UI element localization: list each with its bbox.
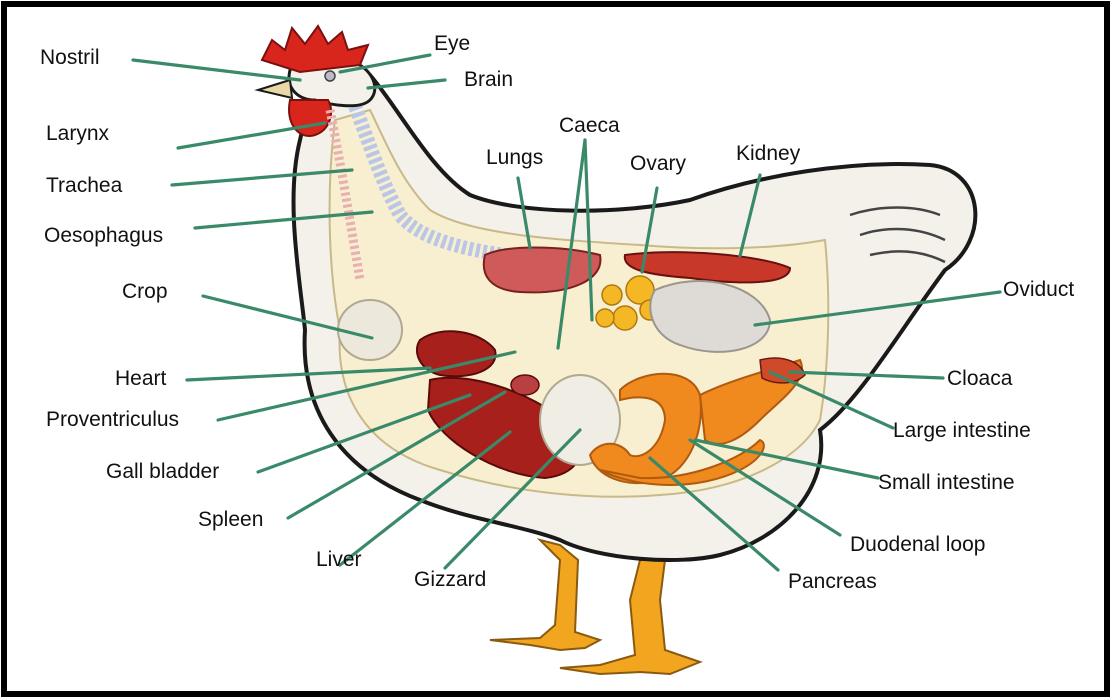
label-oesophagus: Oesophagus — [44, 224, 163, 247]
label-larynx: Larynx — [46, 122, 110, 145]
label-eye: Eye — [434, 32, 470, 55]
label-cloaca: Cloaca — [947, 367, 1013, 390]
label-large-intestine: Large intestine — [893, 419, 1031, 442]
label-heart: Heart — [115, 367, 167, 390]
label-gall-bladder: Gall bladder — [106, 460, 219, 483]
label-proventriculus: Proventriculus — [46, 408, 179, 431]
label-trachea: Trachea — [46, 174, 123, 197]
label-brain: Brain — [464, 68, 513, 91]
label-caeca: Caeca — [559, 114, 620, 137]
label-lungs: Lungs — [486, 146, 543, 169]
label-ovary: Ovary — [630, 152, 687, 175]
crop-shape — [338, 300, 402, 360]
label-crop: Crop — [122, 280, 168, 303]
label-nostril: Nostril — [40, 46, 100, 69]
label-liver: Liver — [316, 548, 362, 571]
label-spleen: Spleen — [198, 508, 263, 531]
label-small-intestine: Small intestine — [878, 471, 1015, 494]
label-kidney: Kidney — [736, 142, 801, 165]
label-oviduct: Oviduct — [1003, 278, 1074, 301]
label-pancreas: Pancreas — [788, 570, 877, 593]
spleen-shape — [511, 375, 539, 395]
label-gizzard: Gizzard — [414, 568, 486, 591]
eye-shape — [325, 71, 335, 81]
label-duodenal-loop: Duodenal loop — [850, 533, 985, 556]
